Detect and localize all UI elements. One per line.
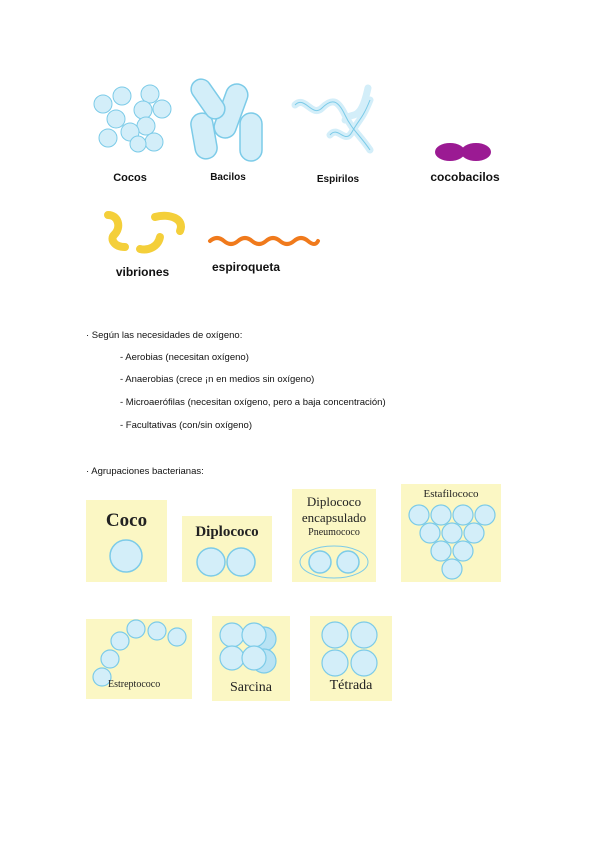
label-estreptococo: Estreptococo bbox=[108, 679, 161, 690]
estreptococo-cells bbox=[92, 619, 187, 687]
label-sarcina: Sarcina bbox=[230, 680, 272, 695]
tetrada-cells bbox=[321, 621, 378, 677]
oxygen-item-aerobias: - Aerobias (necesitan oxígeno) bbox=[120, 352, 249, 363]
label-coco: Coco bbox=[105, 510, 148, 531]
panel-diplococo: Diplococo bbox=[182, 516, 272, 582]
panel-estafilococo: Estafilococo bbox=[401, 484, 501, 582]
estafilococo-cells bbox=[408, 504, 496, 580]
coco-cell bbox=[109, 539, 143, 573]
label-pneumococo: Pneumococo bbox=[308, 527, 360, 538]
panel-diplococo-encapsulado: Diplococo encapsulado Pneumococo bbox=[292, 489, 376, 582]
oxygen-item-anaerobias: - Anaerobias (crece ¡n en medios sin oxí… bbox=[120, 374, 315, 385]
cocobacilos-illustration bbox=[435, 143, 491, 161]
label-diplococo: Diplococo bbox=[195, 524, 259, 540]
diplococo-encapsulado-cells bbox=[299, 545, 369, 579]
label-cocobacilos: cocobacilos bbox=[430, 170, 500, 184]
espirilos-illustration bbox=[291, 84, 374, 154]
label-vibriones: vibriones bbox=[115, 265, 170, 279]
panel-sarcina: Sarcina bbox=[212, 616, 290, 701]
panel-estreptococo: Estreptococo bbox=[86, 619, 192, 699]
label-tetrada: Tétrada bbox=[329, 678, 373, 693]
oxygen-item-facultativas: - Facultativas (con/sin oxígeno) bbox=[120, 420, 253, 431]
label-estafilococo: Estafilococo bbox=[423, 488, 479, 500]
oxygen-heading: · Según las necesidades de oxígeno: bbox=[86, 330, 243, 341]
label-diplococo-encapsulado-2: encapsulado bbox=[301, 510, 367, 525]
label-bacilos: Bacilos bbox=[210, 172, 246, 183]
bacilos-illustration bbox=[190, 78, 263, 162]
label-diplococo-encapsulado-1: Diplococo bbox=[306, 494, 362, 509]
label-espiroqueta: espiroqueta bbox=[212, 260, 281, 274]
cocos-illustration bbox=[93, 84, 172, 153]
label-cocos: Cocos bbox=[113, 172, 147, 184]
groupings-heading: · Agrupaciones bacterianas: bbox=[86, 466, 204, 477]
espiroqueta-illustration bbox=[208, 236, 320, 246]
panel-tetrada: Tétrada bbox=[310, 616, 392, 701]
oxygen-item-microaerofilas: - Microaerófilas (necesitan oxígeno, per… bbox=[120, 397, 386, 408]
label-espirilos: Espirilos bbox=[316, 174, 360, 185]
panel-coco: Coco bbox=[86, 500, 167, 582]
diplococo-cells bbox=[196, 547, 256, 577]
sarcina-cells bbox=[219, 622, 277, 674]
vibriones-illustration bbox=[104, 211, 185, 254]
